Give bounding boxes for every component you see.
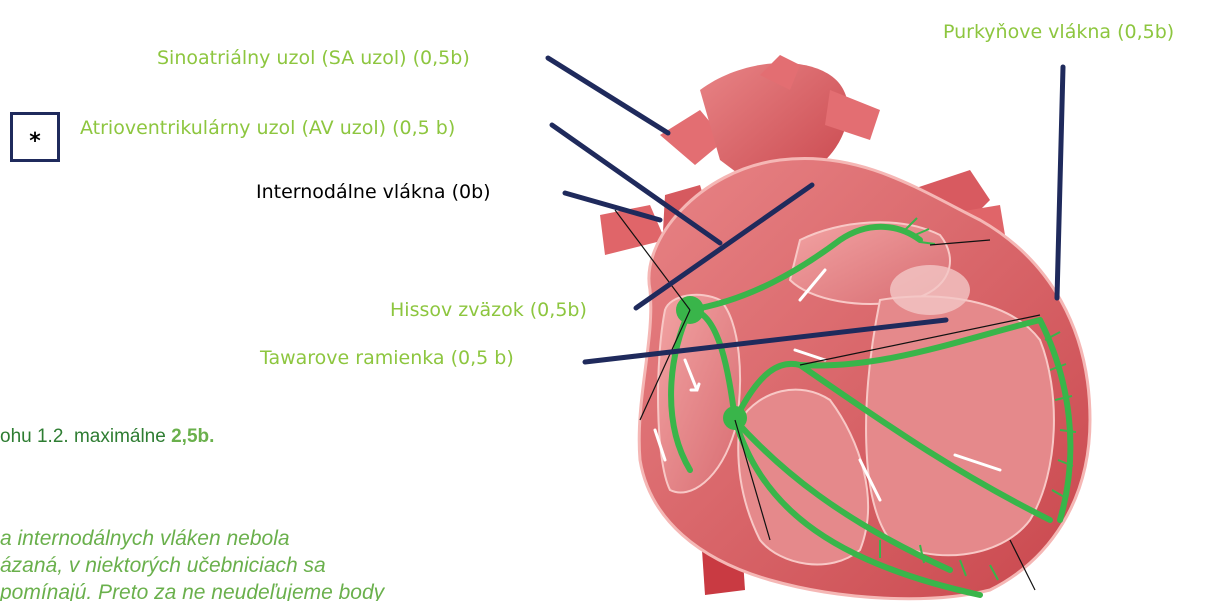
italic-note-line-2: ázaná, v niektorých učebniciach sa xyxy=(0,552,470,579)
label-av-node: Atrioventrikulárny uzol (AV uzol) (0,5 b… xyxy=(80,116,455,140)
pointer-purkinje xyxy=(1057,67,1063,298)
label-internodal: Internodálne vlákna (0b) xyxy=(256,180,491,204)
label-tawara: Tawarove ramienka (0,5 b) xyxy=(260,346,514,370)
valve xyxy=(890,265,970,315)
score-note-prefix: ohu 1.2. maximálne xyxy=(0,426,171,447)
label-his-bundle: Hissov zväzok (0,5b) xyxy=(390,298,587,322)
asterisk-box: * xyxy=(10,112,60,162)
italic-note-line-3: pomínajú. Preto za ne neudeľujeme body xyxy=(0,579,470,601)
italic-note-line-1: a internodálnych vláken nebola xyxy=(0,525,470,552)
label-sa-node: Sinoatriálny uzol (SA uzol) (0,5b) xyxy=(157,46,470,70)
italic-note: a internodálnych vláken nebola ázaná, v … xyxy=(0,525,470,601)
label-purkinje: Purkyňove vlákna (0,5b) xyxy=(943,20,1174,44)
asterisk-marker: * xyxy=(29,129,41,154)
score-note-bold: 2,5b. xyxy=(171,426,214,447)
pointer-sa xyxy=(548,58,668,133)
score-note: ohu 1.2. maximálne 2,5b. xyxy=(0,426,214,448)
av-node-dot xyxy=(723,406,747,430)
